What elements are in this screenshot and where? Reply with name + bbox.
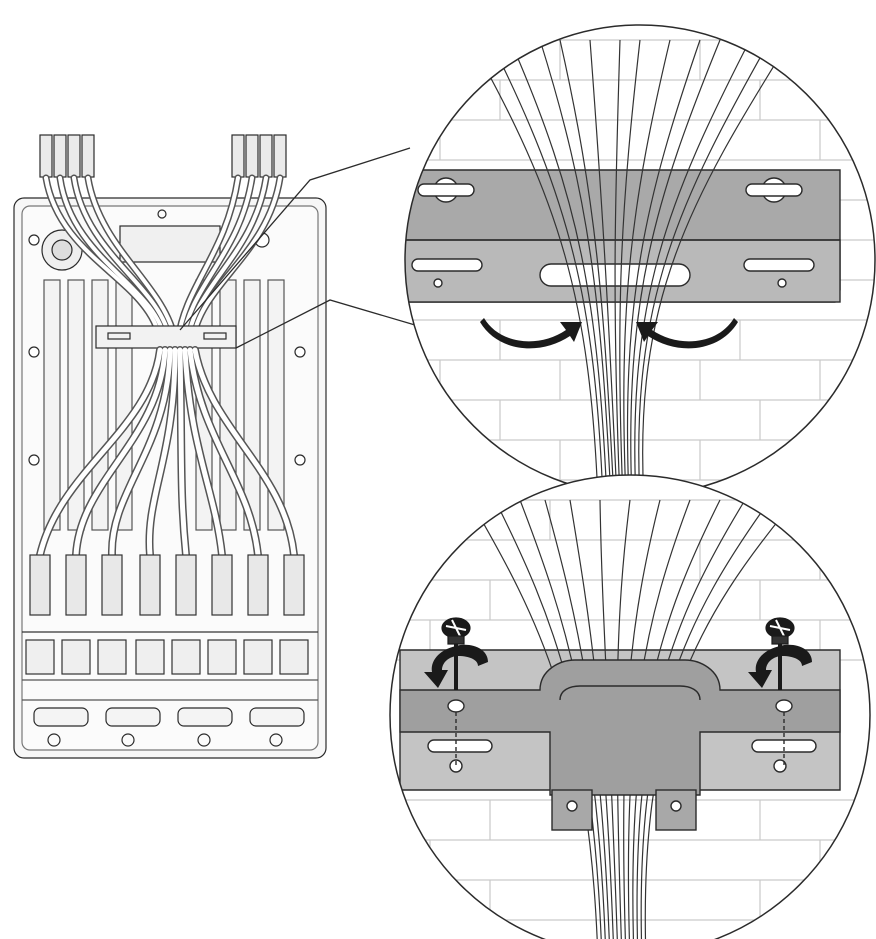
curved-arrow-icon [480,318,738,349]
bracket-clamp-front [399,659,841,831]
cable-bundle-top [469,39,791,495]
zoom-panel-top [404,24,876,496]
rotate-arrow-icon [424,644,812,688]
device-overview [13,134,327,759]
top-connectors-right [231,134,287,178]
zoom-panel-bottom [389,474,871,939]
callout-lines [179,147,416,349]
bracket-plate-top [405,169,841,303]
top-connectors-left [39,134,95,178]
bottom-connectors [29,554,305,616]
device-cable-bracket [95,325,237,349]
bottom-terminals [25,639,309,675]
bottom-ports [33,707,305,727]
